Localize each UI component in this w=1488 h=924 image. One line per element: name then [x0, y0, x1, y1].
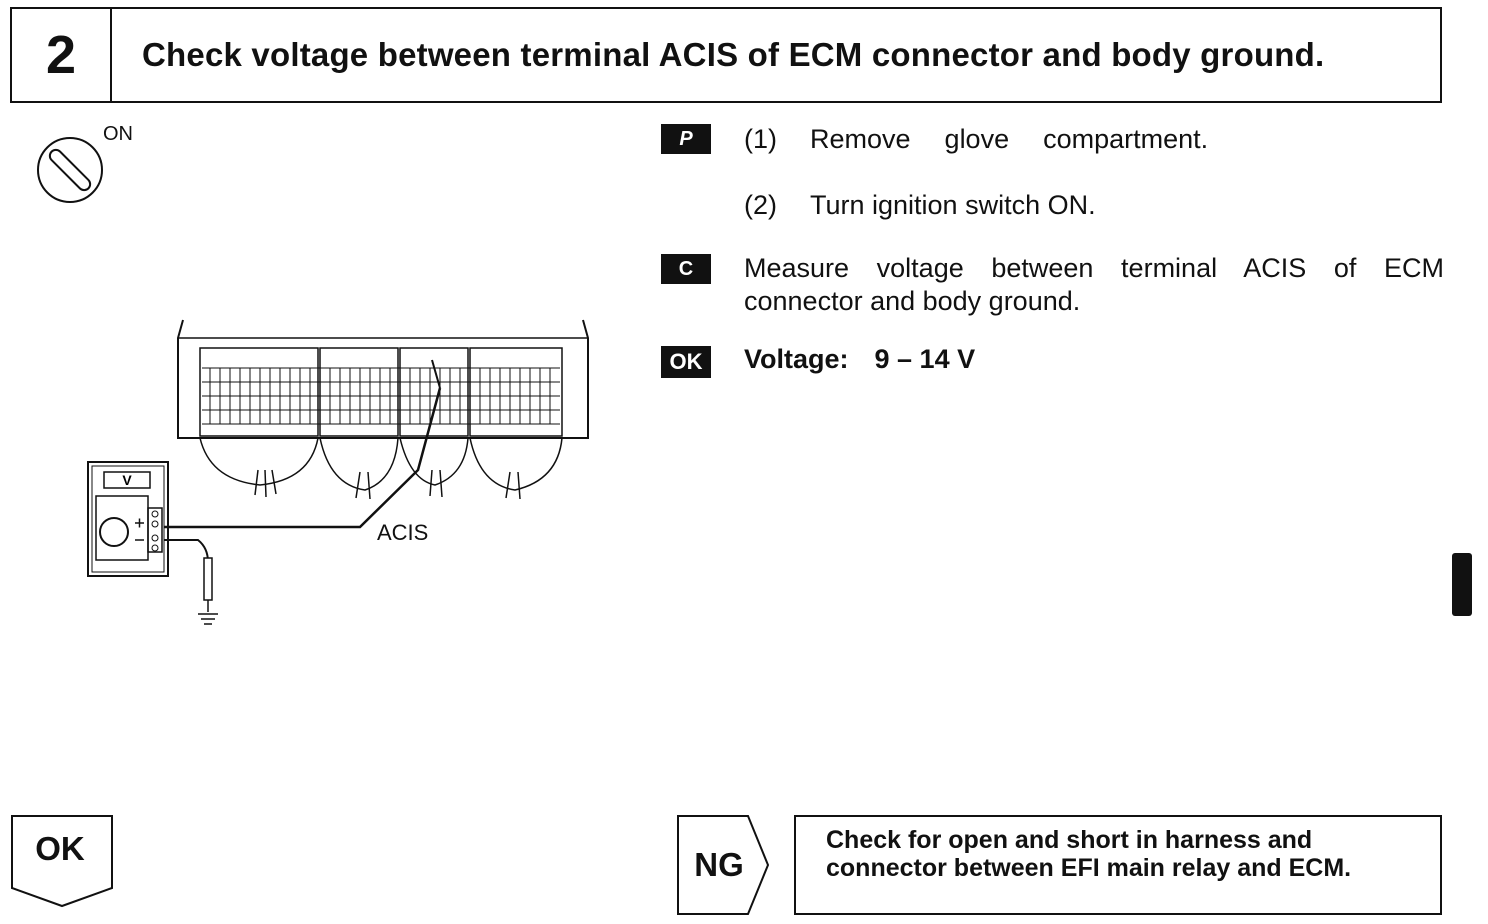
voltage-label: Voltage: [744, 344, 849, 374]
voltmeter [87, 461, 169, 577]
wire-harness [199, 437, 563, 500]
ignition-on-label: ON [103, 123, 133, 145]
ok-badge: OK [661, 346, 711, 378]
instruction-step-1: (1) Remove glove compartment. [744, 124, 1208, 155]
voltage-spec: Voltage: 9 – 14 V [744, 344, 975, 375]
test-leads [164, 359, 442, 612]
ng-action-box [794, 815, 1442, 915]
step-1-word-glove: glove [944, 124, 1010, 154]
acis-terminal-label: ACIS [377, 520, 429, 545]
measure-instruction: Measure voltage between terminal ACIS of… [744, 253, 1444, 316]
ground-symbol [198, 613, 218, 625]
ecm-housing [177, 319, 589, 439]
instruction-step-2: (2) Turn ignition switch ON. [744, 190, 1096, 221]
section-tab-marker [1452, 553, 1472, 616]
step-header: 2 Check voltage between terminal ACIS of… [10, 7, 1442, 103]
ok-result-arrow [11, 815, 113, 908]
ecm-connectors [199, 347, 563, 437]
step-1-word-compartment: compartment. [1043, 124, 1209, 154]
ng-result-label: NG [694, 846, 744, 883]
ng-action-text: Check for open and short in harness and … [826, 826, 1351, 882]
step-2-number: (2) [744, 190, 777, 220]
step-1-word-remove: Remove [810, 124, 911, 154]
meter-mode: V [122, 472, 132, 488]
step-2-text: Turn ignition switch ON. [810, 190, 1096, 220]
ng-action-line-1: Check for open and short in harness and [826, 826, 1313, 854]
step-title: Check voltage between terminal ACIS of E… [142, 36, 1325, 73]
ignition-key-icon [37, 137, 103, 203]
ng-action-line-2: connector between EFI main relay and ECM… [826, 854, 1352, 882]
ecm-connector-diagram: V [87, 319, 589, 625]
c-badge: C [661, 254, 711, 284]
meter-display [103, 471, 151, 489]
voltage-value: 9 – 14 V [874, 344, 976, 374]
ng-result-arrow [677, 815, 770, 915]
step-number: 2 [12, 9, 112, 101]
step-1-number: (1) [744, 124, 777, 154]
ok-result-label: OK [35, 830, 85, 867]
p-badge: P [661, 124, 711, 154]
